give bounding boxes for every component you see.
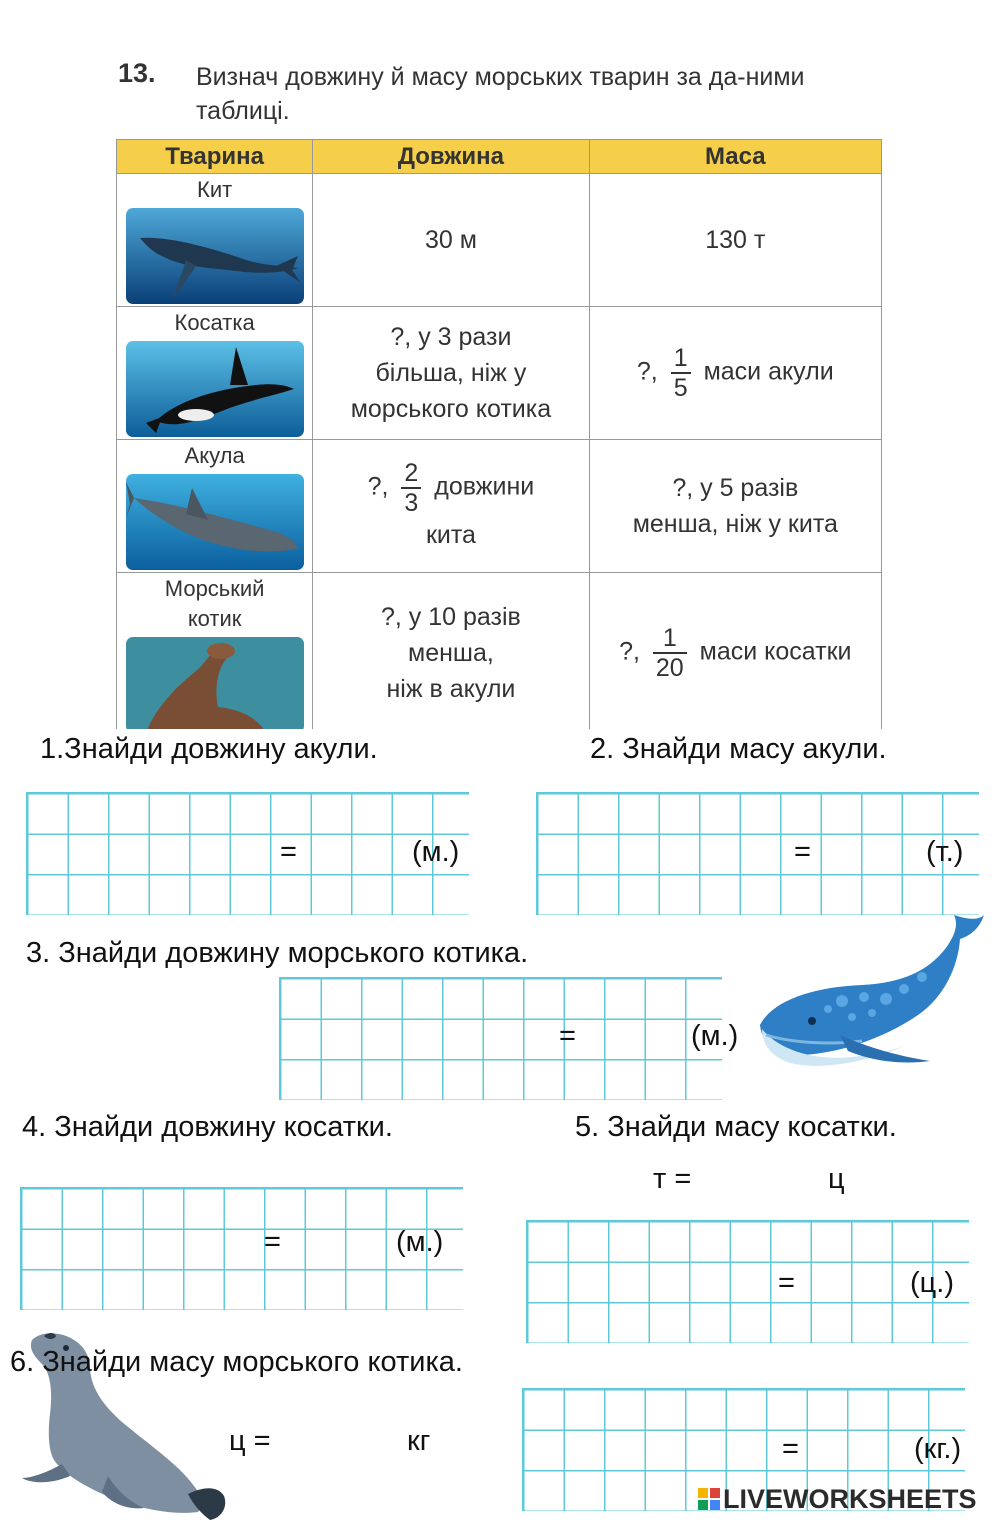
header-mass: Маса (588, 139, 882, 174)
animal-cell-orca: Косатка (116, 306, 314, 440)
orca-mass-prefix: ?, (636, 357, 658, 386)
sea-lion-length-line1: ?, у 10 разів (381, 603, 521, 631)
answer-grid-5[interactable] (526, 1220, 969, 1343)
task-number: 13. (118, 58, 156, 88)
answer-grid-6[interactable] (522, 1388, 965, 1511)
whale-illustration (752, 905, 988, 1080)
sea-lion-photo (125, 637, 304, 729)
shark-mass-line1: ?, у 5 разів (672, 474, 799, 502)
sea-lion-mass-suffix: маси косатки (699, 637, 852, 666)
equals-sign-2: = (794, 836, 811, 868)
shark-mass-line2: менша, ніж у кита (632, 510, 838, 538)
fraction: 1 5 (670, 344, 691, 402)
question-1-label: 1.Знайди довжину акули. (40, 733, 378, 765)
sea-lion-length-line3: ніж в акули (386, 675, 516, 703)
table-row: Акула ?, 2 3 довжини кита (116, 439, 882, 573)
unit-2: (т.) (926, 836, 964, 868)
fraction-numerator: 2 (401, 459, 422, 489)
header-length: Довжина (312, 139, 590, 174)
unit-5: (ц.) (910, 1267, 954, 1299)
animal-cell-whale: Кит (116, 173, 314, 307)
fraction-numerator: 1 (652, 624, 687, 654)
answer-grid-1[interactable] (26, 792, 469, 915)
equals-sign-5: = (778, 1267, 795, 1299)
task-text: Визнач довжину й масу морських тварин за… (196, 63, 805, 125)
unit-1: (м.) (412, 836, 460, 868)
equals-sign-1: = (280, 836, 297, 868)
equals-sign-3: = (559, 1020, 576, 1052)
shark-length-prefix: ?, (367, 472, 389, 501)
conversion-centners-label: ц (828, 1163, 845, 1195)
whale-mass: 130 т (588, 173, 882, 307)
question-5-label: 5. Знайди масу косатки. (575, 1111, 897, 1143)
orca-mass-suffix: маси акули (703, 357, 834, 386)
orca-mass: ?, 1 5 маси акули (588, 306, 882, 440)
animal-cell-sea-lion: Морський котик (116, 572, 314, 729)
liveworksheets-logo-icon (698, 1488, 720, 1510)
liveworksheets-logo-text: LIVEWORKSHEETS (723, 1484, 977, 1514)
sea-lion-mass: ?, 1 20 маси косатки (588, 572, 882, 729)
animals-table: Тварина Довжина Маса Кит 30 м 130 т Коса… (116, 139, 882, 729)
animal-cell-shark: Акула (116, 439, 314, 573)
unit-4: (м.) (396, 1226, 444, 1258)
question-3-label: 3. Знайди довжину морського котика. (26, 937, 529, 969)
shark-photo (125, 474, 304, 570)
shark-length-line2: кита (425, 521, 476, 549)
table-row: Морський котик ?, у 10 разів менша, ніж … (116, 572, 882, 729)
answer-grid-4[interactable] (20, 1187, 463, 1310)
orca-length-line2: більша, ніж у (375, 359, 527, 387)
orca-photo (125, 341, 304, 437)
fraction-numerator: 1 (670, 344, 691, 374)
orca-length: ?, у 3 рази більша, ніж у морського коти… (312, 306, 590, 440)
animal-name: Кит (197, 177, 233, 202)
orca-length-line1: ?, у 3 рази (390, 323, 512, 351)
shark-length: ?, 2 3 довжини кита (312, 439, 590, 573)
animal-name-line1: Морський (164, 576, 265, 601)
whale-length: 30 м (312, 173, 590, 307)
animal-name-line2: котик (187, 606, 242, 631)
fraction: 1 20 (652, 624, 687, 682)
answer-grid-3[interactable] (279, 977, 722, 1100)
unit-6: (кг.) (914, 1433, 962, 1465)
whale-photo (125, 208, 304, 304)
fraction: 2 3 (401, 459, 422, 517)
sea-lion-mass-prefix: ?, (619, 637, 640, 666)
question-4-label: 4. Знайди довжину косатки. (22, 1111, 393, 1143)
fraction-denominator: 3 (404, 489, 419, 517)
sea-lion-length: ?, у 10 разів менша, ніж в акули (312, 572, 590, 729)
conversion-kilograms-label: кг (407, 1425, 431, 1457)
shark-mass: ?, у 5 разів менша, ніж у кита (588, 439, 882, 573)
liveworksheets-logo[interactable]: LIVEWORKSHEETS (698, 1484, 977, 1515)
conversion-centners-label-2: ц = (229, 1425, 271, 1457)
equals-sign-6: = (782, 1433, 799, 1465)
answer-grid-2[interactable] (536, 792, 979, 915)
conversion-tons-label: т = (653, 1163, 692, 1195)
equals-sign-4: = (264, 1226, 281, 1258)
question-6-label: 6. Знайди масу морського котика. (10, 1346, 463, 1378)
sea-lion-illustration (18, 1326, 233, 1526)
animal-name: Косатка (174, 310, 255, 335)
unit-3: (м.) (691, 1020, 739, 1052)
table-row: Косатка ?, у 3 рази більша, ніж у морськ… (116, 306, 882, 440)
table-row: Кит 30 м 130 т (116, 173, 882, 307)
fraction-denominator: 5 (673, 374, 688, 402)
shark-length-suffix: довжини (434, 472, 535, 501)
fraction-denominator: 20 (655, 654, 684, 682)
orca-length-line3: морського котика (350, 395, 552, 423)
animal-name: Акула (184, 443, 245, 468)
sea-lion-length-line2: менша, (408, 639, 494, 667)
question-2-label: 2. Знайди масу акули. (590, 733, 887, 765)
header-animal: Тварина (116, 139, 314, 174)
